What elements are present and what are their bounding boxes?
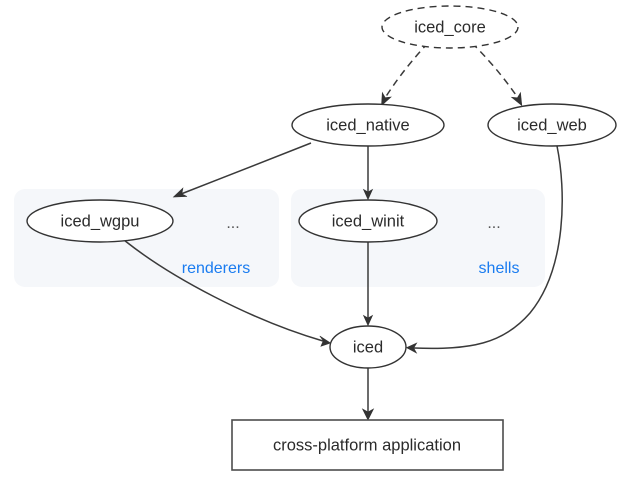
edge-native-to-winit-arrowhead [362,188,374,201]
edge-native-to-wgpu [172,142,312,198]
node-cross-platform-application[interactable]: cross-platform application [231,419,504,471]
node-iced-wgpu-shape[interactable] [26,199,174,243]
node-cross-platform-application-label: cross-platform application [273,436,461,454]
edge-web-to-iced-arrowhead [405,342,418,354]
node-iced-winit-label: iced_winit [332,212,405,230]
edge-core-to-native [381,42,429,107]
edge-wgpu-to-iced-arrowhead [319,335,332,347]
node-iced-native-shape[interactable] [291,103,445,147]
edge-iced-to-application-arrowhead [361,408,375,421]
edge-core-to-native-arrowhead [381,91,392,107]
edge-winit-to-iced-arrowhead [362,314,374,327]
shells-ellipsis-label: ... [487,215,500,232]
edge-wgpu-to-iced-line [123,239,324,342]
node-iced-web-shape[interactable] [487,103,617,147]
edge-web-to-iced [405,145,563,354]
cluster-renderers-label: renderers [182,260,250,277]
edge-native-to-winit [362,146,374,201]
edge-native-to-wgpu-line [180,142,312,195]
cluster-renderers: renderers [14,189,279,287]
node-iced-label: iced [353,338,383,356]
node-iced-web-label: iced_web [517,116,587,134]
edge-core-to-web [471,42,523,107]
node-iced-shape[interactable] [329,325,407,369]
node-iced[interactable]: iced [329,325,407,369]
edge-core-to-web-arrowhead [510,91,523,107]
edge-winit-to-iced [362,242,374,327]
node-iced-native[interactable]: iced_native [291,103,445,147]
node-iced-core-shape[interactable] [381,5,519,49]
node-cross-platform-application-shape[interactable] [231,419,504,471]
cluster-shells-label: shells [479,260,520,277]
node-iced-web[interactable]: iced_web [487,103,617,147]
node-iced-winit[interactable]: iced_winit [298,199,438,243]
node-iced-wgpu-label: iced_wgpu [61,212,140,230]
edge-web-to-iced-line [413,145,563,350]
edge-native-to-wgpu-arrowhead [172,187,188,198]
node-iced-wgpu[interactable]: iced_wgpu [26,199,174,243]
node-iced-core-label: iced_core [414,18,486,36]
edge-wgpu-to-iced [123,239,332,347]
node-iced-native-label: iced_native [326,116,409,134]
renderers-ellipsis-label: ... [226,215,239,232]
edge-core-to-native-line [384,42,429,99]
node-iced-core[interactable]: iced_core [381,5,519,49]
edge-iced-to-application [361,368,375,421]
node-iced-winit-shape[interactable] [298,199,438,243]
edge-core-to-web-line [471,42,519,99]
